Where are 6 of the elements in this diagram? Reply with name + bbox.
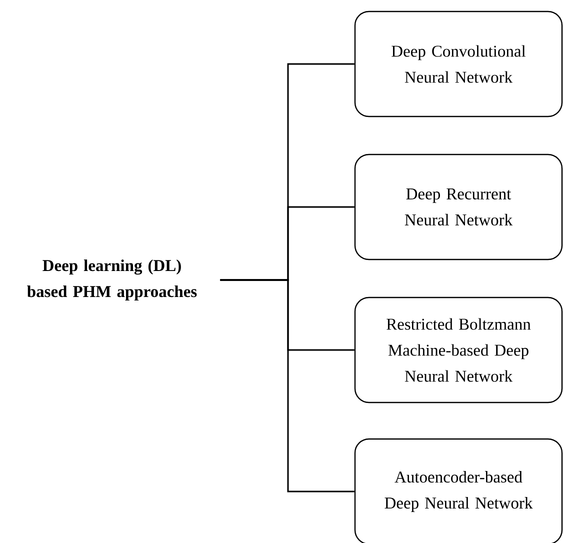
- category-box: Autoencoder-based Deep Neural Network: [354, 438, 563, 543]
- heading-text: Deep learning (DL) based PHM approaches: [27, 260, 197, 300]
- category-box: Deep Recurrent Neural Network: [354, 154, 563, 260]
- connector-line: [220, 279, 354, 492]
- category-box: Restricted Boltzmann Machine-based Deep Neural Network: [354, 296, 563, 404]
- category-box: Deep Convolutional Neural Network: [354, 10, 563, 118]
